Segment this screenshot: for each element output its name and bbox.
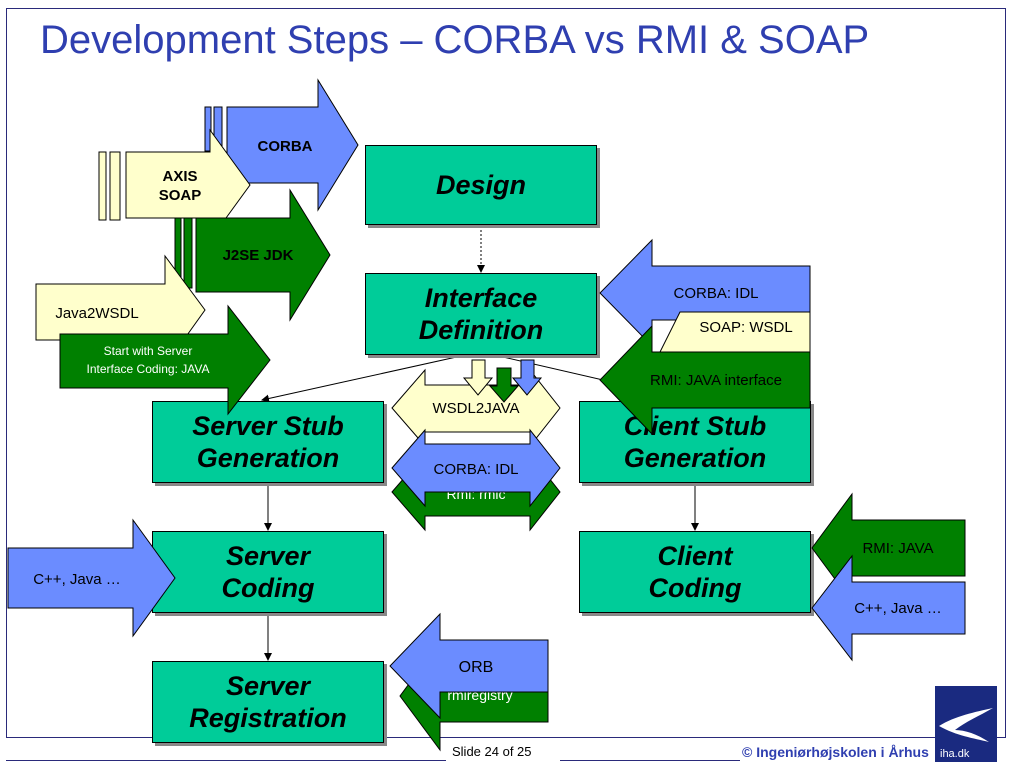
server-coding-label: Server Coding — [221, 540, 315, 603]
iha-logo — [935, 686, 997, 762]
server-registration-label: Server Registration — [189, 670, 347, 733]
logo-text: iha.dk — [940, 748, 970, 760]
corba-idl-mid-arrow: CORBA: IDL — [391, 428, 561, 508]
orb-arrow: ORB — [389, 612, 549, 720]
j2se-label: J2SE JDK — [223, 247, 294, 264]
server-stub-label: Server Stub Generation — [192, 410, 344, 473]
wsdl2java-label: WSDL2JAVA — [433, 400, 520, 417]
orb-label: ORB — [459, 659, 494, 676]
soap-label: SOAP — [159, 187, 202, 204]
j2se-arrow: J2SE JDK — [174, 188, 331, 322]
start-server-line2: Interface Coding: JAVA — [87, 362, 210, 376]
start-server-line1: Start with Server — [104, 344, 193, 358]
java2wsdl-label: Java2WSDL — [55, 305, 138, 322]
client-stub-label: Client Stub Generation — [623, 410, 767, 473]
axis-label: AXIS — [162, 168, 197, 185]
design-label: Design — [435, 169, 527, 200]
rmi-java-label: RMI: JAVA — [862, 540, 933, 557]
bird-icon — [939, 708, 993, 742]
corba-idl-right-label: CORBA: IDL — [673, 285, 758, 302]
corba-idl-mid-label: CORBA: IDL — [433, 461, 518, 478]
interface-definition-box: Interface Definition — [365, 273, 597, 355]
wsdl2java-arrow: WSDL2JAVA — [391, 368, 561, 448]
server-registration-box: Server Registration — [152, 661, 384, 743]
start-server-arrow: Start with Server Interface Coding: JAVA — [59, 304, 271, 416]
rmi-java-interface-label: RMI: JAVA interface — [650, 372, 782, 389]
soap-wsdl-arrow: SOAP: WSDL — [659, 311, 811, 353]
slide-title: Development Steps – CORBA vs RMI & SOAP — [40, 18, 870, 62]
soap-wsdl-label: SOAP: WSDL — [699, 319, 792, 336]
cpp-java-right-label: C++, Java … — [854, 600, 942, 617]
server-coding-box: Server Coding — [152, 531, 384, 613]
client-coding-box: Client Coding — [579, 531, 811, 613]
interface-definition-label: Interface Definition — [418, 282, 544, 345]
cpp-java-left-label: C++, Java … — [33, 571, 121, 588]
axis-soap-arrow: AXIS SOAP — [98, 128, 251, 242]
copyright: © Ingeniørhøjskolen i Århus — [742, 744, 929, 760]
footer-line-left — [6, 760, 446, 761]
corba-arrow-label: CORBA — [258, 138, 313, 155]
rmi-java-interface-arrow: RMI: JAVA interface — [599, 324, 811, 436]
footer-line-right — [560, 760, 740, 761]
slide-number: Slide 24 of 25 — [452, 744, 532, 759]
client-stub-box: Client Stub Generation — [579, 401, 811, 483]
design-box: Design — [365, 145, 597, 225]
down-arrows — [462, 359, 543, 403]
client-coding-label: Client Coding — [648, 540, 742, 603]
cpp-java-left-arrow: C++, Java … — [7, 518, 176, 638]
server-stub-box: Server Stub Generation — [152, 401, 384, 483]
cpp-java-right-arrow: C++, Java … — [811, 554, 966, 662]
